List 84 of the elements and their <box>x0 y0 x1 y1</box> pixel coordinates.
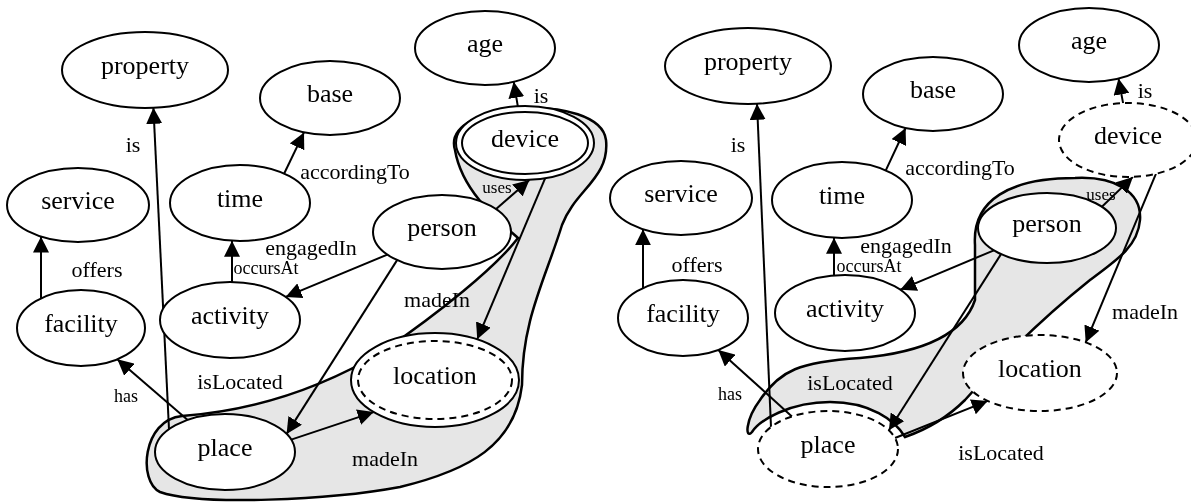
edge-label: uses <box>482 178 512 196</box>
edge-label: is <box>1137 80 1153 102</box>
arrow <box>33 235 49 300</box>
arrow <box>284 253 389 299</box>
node-label: device <box>491 126 559 152</box>
arrow <box>749 102 772 428</box>
concept-ellipse <box>61 31 229 109</box>
edge-label: occursAt <box>836 257 902 275</box>
arrow <box>508 80 525 108</box>
concept-ellipse <box>414 10 556 86</box>
arrow <box>476 177 547 341</box>
node-label: time <box>818 183 866 209</box>
arrow <box>884 127 907 172</box>
node-label: location <box>393 363 477 389</box>
arrow <box>495 178 531 211</box>
arrow <box>899 249 995 291</box>
arrow <box>224 239 240 283</box>
edge-label: is <box>730 134 746 156</box>
arrow <box>290 409 375 441</box>
edge-label: has <box>114 387 138 405</box>
node-label: service <box>644 181 718 207</box>
concept-ellipse <box>757 410 899 488</box>
concept-ellipse <box>664 27 832 105</box>
edge-label: is <box>125 134 141 156</box>
edge-label: offers <box>71 259 123 281</box>
node-label: age <box>1070 28 1108 54</box>
edge-label: isLocated <box>958 442 1044 464</box>
node-label: location <box>998 356 1082 382</box>
concept-ellipse <box>6 167 150 243</box>
concept-ellipse <box>372 194 512 270</box>
concept-ellipse <box>977 192 1117 264</box>
node-label: base <box>306 81 354 107</box>
arrow <box>146 106 170 431</box>
node-label: facility <box>44 311 118 337</box>
concept-ellipse <box>962 334 1118 412</box>
concept-ellipse <box>159 281 301 359</box>
concept-ellipse <box>16 289 146 367</box>
concept-ellipse <box>1018 7 1160 83</box>
edge-label: accordingTo <box>905 157 1015 179</box>
node-label: property <box>100 53 190 79</box>
concept-ellipse <box>350 332 520 428</box>
edge-label: offers <box>671 254 723 276</box>
node-label: person <box>1012 211 1082 237</box>
edge-label: engagedIn <box>860 235 952 257</box>
edge-label: has <box>718 385 742 403</box>
arrow <box>285 259 399 435</box>
edge-label: madeIn <box>1112 301 1178 323</box>
node-label: place <box>800 432 856 458</box>
node-label: service <box>41 188 115 214</box>
edge-label: uses <box>1086 185 1116 203</box>
node-label: activity <box>806 296 884 322</box>
edge-label: isLocated <box>807 372 893 394</box>
edge-label: engagedIn <box>265 237 357 259</box>
concept-ellipse <box>862 56 1004 132</box>
concept-ellipse <box>774 274 916 352</box>
concept-ellipse <box>455 105 595 181</box>
node-label: base <box>909 77 957 103</box>
arrow <box>1113 77 1130 105</box>
concept-ellipse <box>617 279 749 357</box>
arrow <box>894 399 989 439</box>
node-label: property <box>703 49 793 75</box>
arrow <box>1100 175 1134 208</box>
edge-label: is <box>533 85 549 107</box>
node-label: person <box>407 215 477 241</box>
arrow <box>826 236 842 277</box>
concept-ellipse <box>154 413 296 491</box>
node-label: facility <box>646 301 720 327</box>
arrow <box>283 131 305 175</box>
node-label: age <box>466 31 504 57</box>
node-label: time <box>216 186 264 212</box>
edge-label: madeIn <box>352 448 418 470</box>
node-label: place <box>197 435 253 461</box>
arrow <box>887 253 1002 432</box>
node-label: activity <box>191 303 269 329</box>
edge-label: isLocated <box>197 371 283 393</box>
edge-label: accordingTo <box>300 161 410 183</box>
concept-ellipse <box>609 160 753 236</box>
arrow <box>635 228 651 289</box>
concept-ellipse <box>259 60 401 136</box>
arrow <box>1084 172 1157 344</box>
arrow <box>717 348 793 418</box>
node-label: device <box>1094 123 1162 149</box>
edge-label: occursAt <box>233 259 299 277</box>
arrow <box>116 358 189 421</box>
